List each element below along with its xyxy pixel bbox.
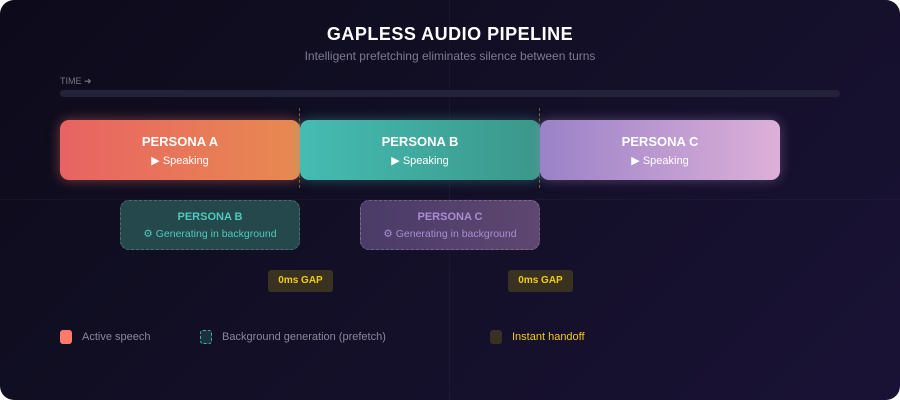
legend-swatch [200, 330, 212, 344]
subtitle: Intelligent prefetching eliminates silen… [304, 49, 596, 63]
persona-b-prefetch: PERSONA B ⚙ Generating in background [120, 200, 300, 250]
persona-status: ⚙ Generating in background [383, 228, 517, 240]
persona-name: PERSONA B [177, 211, 243, 223]
persona-status: ▶ Speaking [151, 155, 209, 167]
persona-b-speaking: PERSONA B ▶ Speaking [300, 120, 540, 180]
legend-handoff: Instant handoff [490, 330, 585, 344]
persona-name: PERSONA C [621, 134, 699, 149]
persona-name: PERSONA C [417, 211, 483, 223]
legend-label: Background generation (prefetch) [222, 331, 386, 343]
gap-badge: 0ms GAP [268, 270, 333, 292]
legend-swatch [60, 330, 72, 344]
title: GAPLESS AUDIO PIPELINE [326, 24, 574, 44]
persona-c-speaking: PERSONA C ▶ Speaking [540, 120, 780, 180]
legend-label: Active speech [82, 331, 151, 343]
legend-swatch [490, 330, 502, 344]
persona-status: ⚙ Generating in background [143, 228, 277, 240]
persona-status: ▶ Speaking [631, 155, 689, 167]
persona-c-prefetch: PERSONA C ⚙ Generating in background [360, 200, 540, 250]
legend-label: Instant handoff [512, 331, 585, 343]
persona-status: ▶ Speaking [391, 155, 449, 167]
time-label: TIME ➜ [60, 76, 92, 86]
gap-badge: 0ms GAP [508, 270, 573, 292]
persona-a-speaking: PERSONA A ▶ Speaking [60, 120, 300, 180]
timeline-track [60, 90, 840, 97]
persona-name: PERSONA A [141, 134, 219, 149]
legend-background: Background generation (prefetch) [200, 330, 386, 344]
legend-active: Active speech [60, 330, 150, 344]
persona-name: PERSONA B [381, 134, 459, 149]
